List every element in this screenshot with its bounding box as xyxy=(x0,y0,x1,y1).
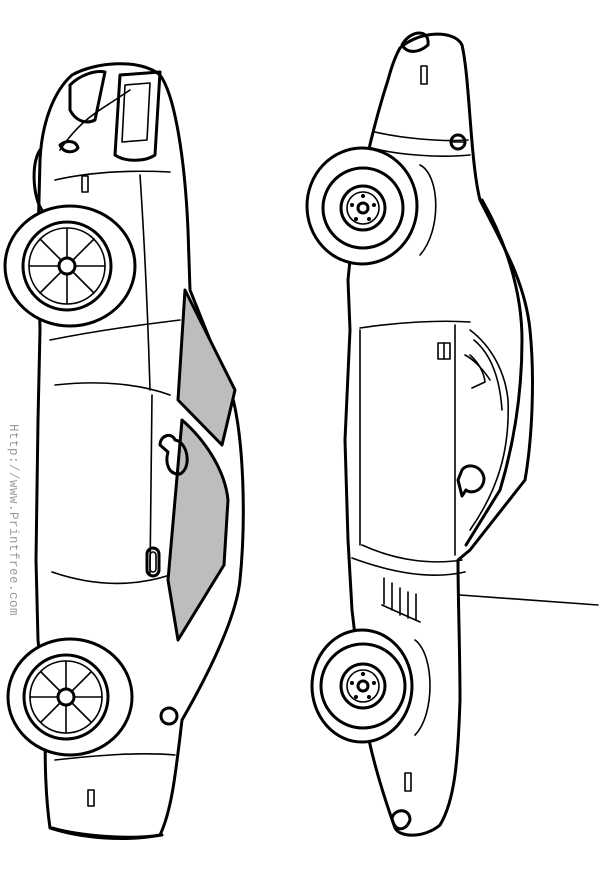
side-window xyxy=(166,418,230,642)
right-car xyxy=(305,31,599,837)
left-car-rear-wheel xyxy=(6,637,134,757)
side-vent xyxy=(381,577,421,623)
right-car-rear-wheel xyxy=(310,628,431,744)
right-car-front-wheel xyxy=(305,146,437,266)
rear-window xyxy=(176,288,237,447)
left-car xyxy=(3,62,245,841)
left-car-front-wheel xyxy=(3,204,137,328)
watermark-text: Http://www.Printfree.com xyxy=(6,423,20,617)
